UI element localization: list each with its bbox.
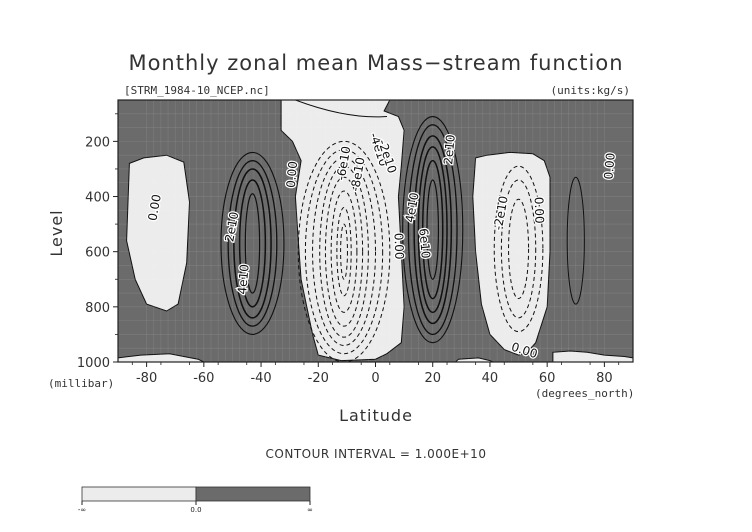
contour-lines: [220, 100, 585, 362]
contour-cross-equatorial: [304, 149, 384, 355]
y-axis-label: Level: [47, 209, 66, 256]
contour-southern-hadley: [233, 168, 272, 319]
y-tick-label: 400: [85, 191, 110, 206]
upper-negative-band: [280, 100, 405, 362]
contour-label: 0.00: [532, 197, 547, 224]
contour-label: 0.00: [601, 152, 617, 180]
chart-title: Monthly zonal mean Mass−stream function: [128, 51, 623, 75]
x-axis-units: (degrees_north): [535, 387, 634, 400]
contour-label: 0.00: [284, 161, 300, 189]
contour-southern-hadley: [227, 160, 278, 327]
contour-southern-hadley: [238, 179, 267, 308]
surface-strip-north: [454, 357, 494, 362]
x-tick-label: -60: [193, 371, 214, 386]
contour-labels: 0.002e104e100.00-6e10-8e10-4e10-2e100.00…: [144, 130, 619, 363]
x-tick-label: 40: [482, 371, 499, 386]
northern-ferrel-region: [472, 151, 551, 356]
contour-cross-equatorial: [319, 165, 369, 338]
surface-strip-south: [118, 353, 205, 362]
colorbar: -∞ 0.0 ∞: [78, 486, 313, 514]
contour-northern-hadley: [421, 159, 444, 300]
contour-northern-ferrel: [500, 179, 537, 319]
contour-cross-equatorial: [340, 223, 348, 280]
y-tick-label: 1000: [77, 356, 110, 371]
contour-northern-ferrel: [493, 165, 544, 333]
x-axis-ticks: -80 -60 -40 -20 0 20 40 60 80: [131, 362, 620, 386]
x-tick-label: -80: [136, 371, 157, 386]
x-tick-label: -40: [250, 371, 271, 386]
colorbar-negative: [81, 486, 197, 502]
contour-label: 4e10: [403, 191, 422, 223]
contour-cross-equatorial: [336, 207, 352, 297]
colorbar-ticks: [81, 501, 311, 505]
contour-label: 6e10: [416, 228, 433, 259]
y-tick-label: 200: [85, 135, 110, 150]
contour-label: 2e10: [222, 211, 241, 243]
contour-northern-ferrel: [508, 198, 530, 300]
contour-label: 2e10: [441, 134, 458, 165]
contour-cross-equatorial: [324, 176, 364, 327]
colorbar-label-max: ∞: [307, 506, 313, 514]
contour-label: 0.00: [145, 193, 163, 222]
x-tick-label: 20: [424, 371, 441, 386]
contour-label: 4e10: [235, 264, 252, 295]
y-tick-label: 600: [85, 246, 110, 261]
contour-label: 0.00: [391, 233, 406, 260]
contour-northern-polar: [566, 176, 585, 305]
colorbar-label-mid: 0.0: [190, 506, 201, 514]
plot-area: [118, 100, 633, 362]
contour-cross-equatorial: [330, 190, 358, 313]
contour-southern-hadley: [244, 193, 261, 294]
y-tick-label: 800: [85, 301, 110, 316]
x-axis-label: Latitude: [339, 406, 413, 425]
y-axis-ticks: 200 400 600 800 1000: [77, 113, 118, 371]
x-tick-label: 0: [371, 371, 379, 386]
contour-interval-label: CONTOUR INTERVAL = 1.000E+10: [266, 447, 487, 461]
contour-northern-hadley: [413, 135, 453, 325]
lower-polar-strip: [552, 350, 633, 362]
contour-southern-hadley: [220, 151, 285, 335]
contour-northern-hadley: [402, 115, 464, 344]
units-label: (units:kg/s): [551, 84, 630, 97]
x-tick-label: 60: [539, 371, 556, 386]
x-tick-label: -20: [308, 371, 329, 386]
file-label: [STRM_1984-10_NCEP.nc]: [124, 84, 270, 97]
contour-upper-zero: [295, 100, 387, 118]
contour-northern-hadley: [407, 124, 458, 336]
x-tick-label: 80: [596, 371, 613, 386]
colorbar-positive: [195, 486, 311, 502]
southern-ferrel-region: [126, 154, 191, 312]
contour-northern-hadley: [417, 146, 448, 314]
y-axis-units: (millibar): [48, 377, 114, 390]
contour-northern-hadley: [426, 179, 440, 280]
colorbar-label-min: -∞: [78, 506, 86, 514]
contour-cross-equatorial: [312, 157, 376, 346]
